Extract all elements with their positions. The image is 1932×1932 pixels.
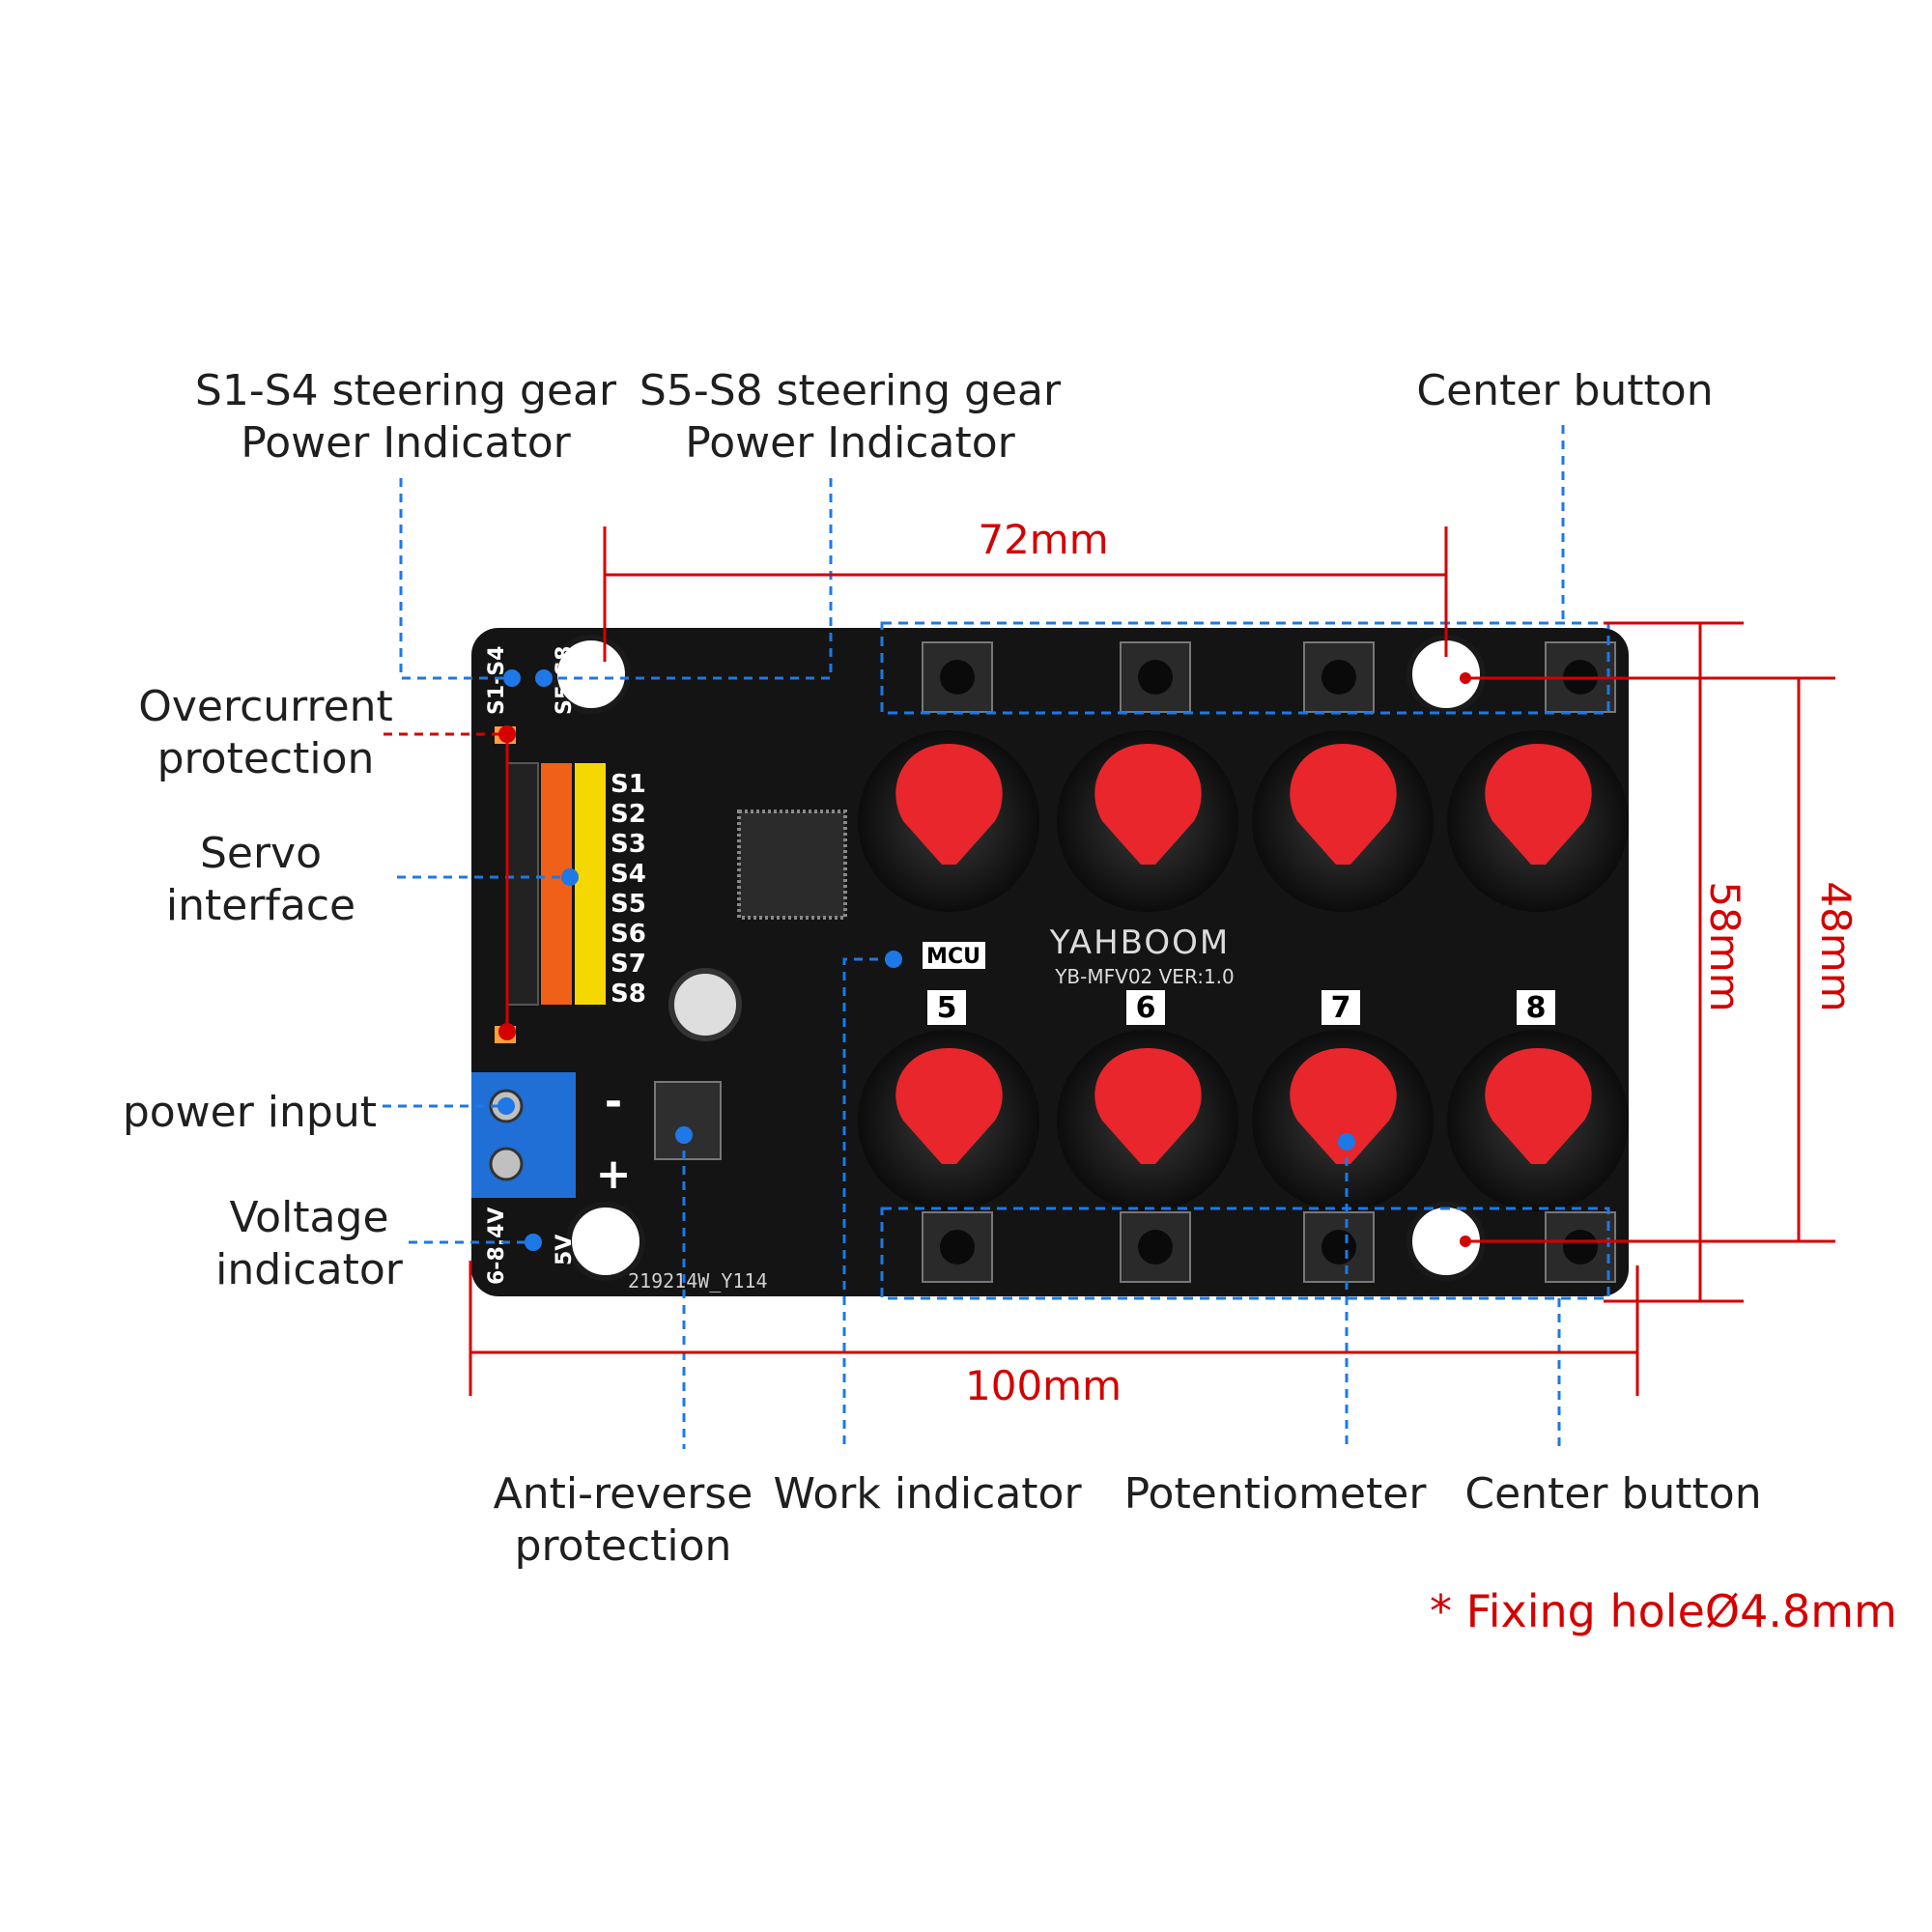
label-servo-interface: Servo interface — [165, 829, 356, 930]
dimension-100mm: 100mm — [965, 1362, 1122, 1409]
knob-number-tags: 5 6 7 8 — [927, 990, 1555, 1025]
servo-headers — [506, 762, 606, 1006]
knobs-top-row — [858, 730, 1629, 912]
label-center-button-top: Center button — [1416, 366, 1714, 415]
knob-number: 7 — [1331, 991, 1351, 1025]
servo-pin-label: S7 — [611, 950, 646, 979]
mounting-hole — [552, 635, 631, 714]
mcu-label: MCU — [926, 945, 980, 969]
dimension-72mm: 72mm — [978, 516, 1109, 563]
potentiometer-knob[interactable] — [1252, 730, 1434, 912]
mounting-hole — [566, 1202, 645, 1281]
label-voltage-indicator: Voltage indicator — [215, 1193, 403, 1294]
label-anti-reverse-protection: Anti-reverse protection — [493, 1469, 753, 1571]
power-terminal — [471, 1072, 576, 1198]
tactile-button[interactable] — [1303, 641, 1375, 713]
label-overcurrent-protection: Overcurrent protection — [138, 682, 393, 783]
knob-number: 6 — [1136, 991, 1156, 1025]
knobs-bottom-row — [858, 1030, 1629, 1211]
logic-voltage-label: 5V — [553, 1235, 577, 1265]
button-row-highlight-bottom — [880, 1207, 1610, 1300]
potentiometer-knob[interactable] — [1252, 1030, 1434, 1211]
tactile-button[interactable] — [1120, 641, 1191, 713]
label-s1-s4-power-indicator: S1-S4 steering gear Power Indicator — [194, 366, 617, 468]
mcu-chip — [737, 810, 847, 920]
leader-lines — [383, 425, 1565, 1449]
polarity-plus: + — [596, 1150, 632, 1199]
brand-logo: YAHBOOM — [1049, 923, 1231, 962]
potentiometer-knob[interactable] — [1057, 1030, 1238, 1211]
dimension-lines — [469, 526, 1835, 1396]
tactile-button[interactable] — [1545, 1211, 1616, 1283]
tactile-button[interactable] — [922, 641, 993, 713]
voltage-range-label: 6-8.4V — [485, 1208, 509, 1285]
leader-dots — [497, 669, 1355, 1251]
board-model: YB-MFV02 VER:1.0 — [1054, 965, 1235, 988]
group-label-s5-s8: S5-S8 — [553, 646, 577, 715]
overcurrent-leader — [384, 725, 516, 1040]
tactile-button[interactable] — [922, 1211, 993, 1283]
tactile-button[interactable] — [1120, 1211, 1191, 1283]
capacitor — [668, 968, 742, 1041]
servo-pin-label: S4 — [611, 860, 646, 889]
button-row-highlight-top — [880, 621, 1610, 715]
servo-pin-label: S1 — [611, 770, 646, 799]
label-work-indicator: Work indicator — [773, 1469, 1082, 1519]
label-s5-s8-power-indicator: S5-S8 steering gear Power Indicator — [639, 366, 1062, 468]
mounting-holes — [552, 635, 1486, 1281]
label-potentiometer: Potentiometer — [1123, 1469, 1427, 1519]
servo-pin-label: S5 — [611, 890, 646, 919]
knob-number: 8 — [1526, 991, 1547, 1025]
buttons-bottom-row — [922, 1211, 1616, 1283]
tactile-button[interactable] — [1303, 1211, 1375, 1283]
servo-pin-label: S8 — [611, 980, 646, 1009]
potentiometer-knob[interactable] — [1057, 730, 1238, 912]
potentiometer-knob[interactable] — [858, 1030, 1039, 1211]
potentiometer-knob[interactable] — [1447, 1030, 1629, 1211]
label-center-button-bottom: Center button — [1464, 1469, 1762, 1519]
regulator-chip — [654, 1081, 722, 1160]
polarity-minus: - — [605, 1077, 622, 1126]
potentiometer-knob[interactable] — [1447, 730, 1629, 912]
label-power-input: power input — [122, 1088, 377, 1137]
dimension-end-dots — [1460, 672, 1471, 1247]
fixing-hole-note: * Fixing holeØ4.8mm — [1430, 1585, 1897, 1637]
potentiometer-knob[interactable] — [858, 730, 1039, 912]
knob-number: 5 — [937, 991, 957, 1025]
servo-pin-labels: S1 S2 S3 S4 S5 S6 S7 S8 — [611, 770, 646, 1009]
servo-pin-label: S6 — [611, 920, 646, 949]
board-serial: 219214W_Y114 — [628, 1269, 768, 1293]
servo-pin-label: S3 — [611, 830, 646, 859]
servo-pin-label: S2 — [611, 800, 646, 829]
